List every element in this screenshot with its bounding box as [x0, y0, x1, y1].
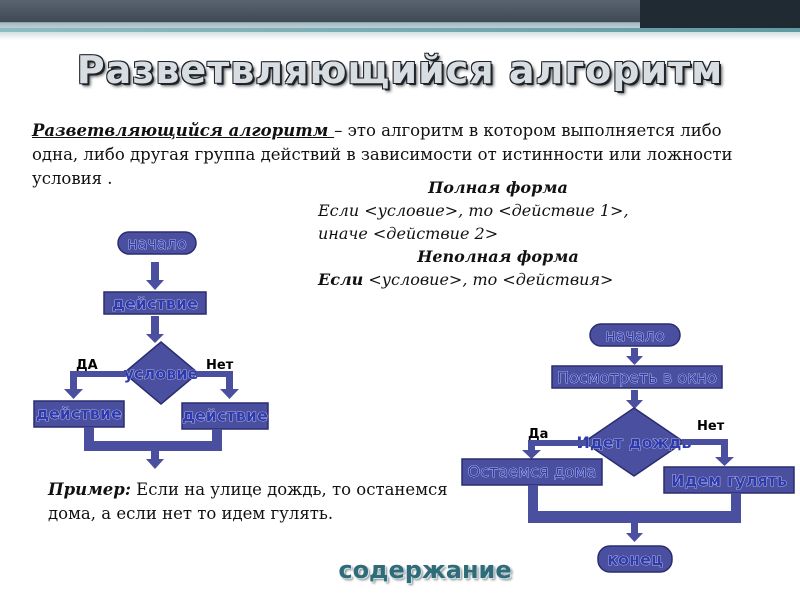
example-text: Если на улице дождь, то останемся дома, …	[48, 480, 448, 523]
right-no-action-label: Идем гулять	[671, 471, 787, 490]
example-paragraph: Пример: Если на улице дождь, то останемс…	[48, 478, 468, 526]
example-lead: Пример:	[48, 480, 131, 499]
left-condition-node	[122, 341, 200, 405]
left-start-label: начало	[127, 234, 187, 253]
right-arrow-start-look	[626, 348, 643, 365]
left-yes-action-label: действие	[36, 404, 122, 423]
partial-form-heading: Неполная форма	[417, 247, 579, 266]
left-no-label: Нет	[206, 358, 234, 373]
partial-form-rest: <условие>, то <действия>	[363, 270, 614, 289]
top-decorative-bar	[0, 0, 800, 40]
full-form-text: Если <условие>, то <действие 1>, иначе <…	[318, 201, 629, 243]
right-arrow-look-condition	[626, 390, 643, 409]
right-look-node	[551, 365, 723, 389]
left-merge-lines	[84, 427, 222, 469]
partial-form-if: Если	[318, 270, 364, 289]
right-merge-lines	[528, 485, 741, 542]
forms-block: Полная форма Если <условие>, то <действи…	[318, 176, 678, 291]
page-title: Разветвляющийся алгоритм	[76, 48, 724, 92]
right-no-label: Нет	[697, 419, 725, 434]
left-start-node	[117, 231, 197, 255]
left-yes-action-node	[33, 400, 125, 428]
left-yes-label: ДА	[76, 358, 98, 373]
left-arrow-start-action	[146, 262, 164, 290]
right-end-label: конец	[607, 550, 663, 569]
right-yes-action-node	[461, 458, 603, 486]
right-yes-label: Да	[528, 427, 548, 442]
left-action-label: действие	[112, 294, 198, 313]
right-arrow-yes	[522, 440, 586, 459]
right-condition-label: Идет дождь	[577, 433, 692, 452]
definition-text: – это алгоритм в котором выполняется либ…	[32, 121, 733, 188]
flowchart-left: начало действие условие ДА Нет действие	[33, 231, 269, 469]
left-arrow-action-condition	[146, 316, 164, 343]
right-no-action-node	[663, 466, 795, 494]
left-no-action-node	[181, 402, 269, 430]
partial-form-text: Если <условие>, то <действия>	[318, 268, 678, 291]
top-accent-stripe	[0, 28, 800, 32]
right-condition-node	[582, 407, 686, 477]
right-start-label: начало	[605, 326, 665, 345]
right-yes-action-label: Остаемся дома	[468, 462, 597, 481]
top-dark-tab	[640, 0, 800, 28]
left-arrow-yes	[64, 371, 126, 399]
flowchart-right: начало Посмотреть в окно Идет дождь Да Н…	[461, 323, 795, 573]
left-action-node	[103, 291, 207, 315]
contents-link[interactable]: содержание	[338, 556, 512, 584]
left-arrow-no	[196, 371, 239, 399]
right-look-label: Посмотреть в окно	[557, 368, 717, 387]
right-start-node	[589, 323, 681, 347]
definition-term: Разветвляющийся алгоритм	[32, 121, 335, 140]
left-condition-label: условие	[124, 364, 199, 383]
right-arrow-no	[682, 439, 734, 466]
right-end-node	[597, 545, 673, 573]
left-no-action-label: действие	[182, 406, 268, 425]
definition-paragraph: Разветвляющийся алгоритм – это алгоритм …	[32, 119, 772, 191]
full-form-heading: Полная форма	[428, 178, 568, 197]
